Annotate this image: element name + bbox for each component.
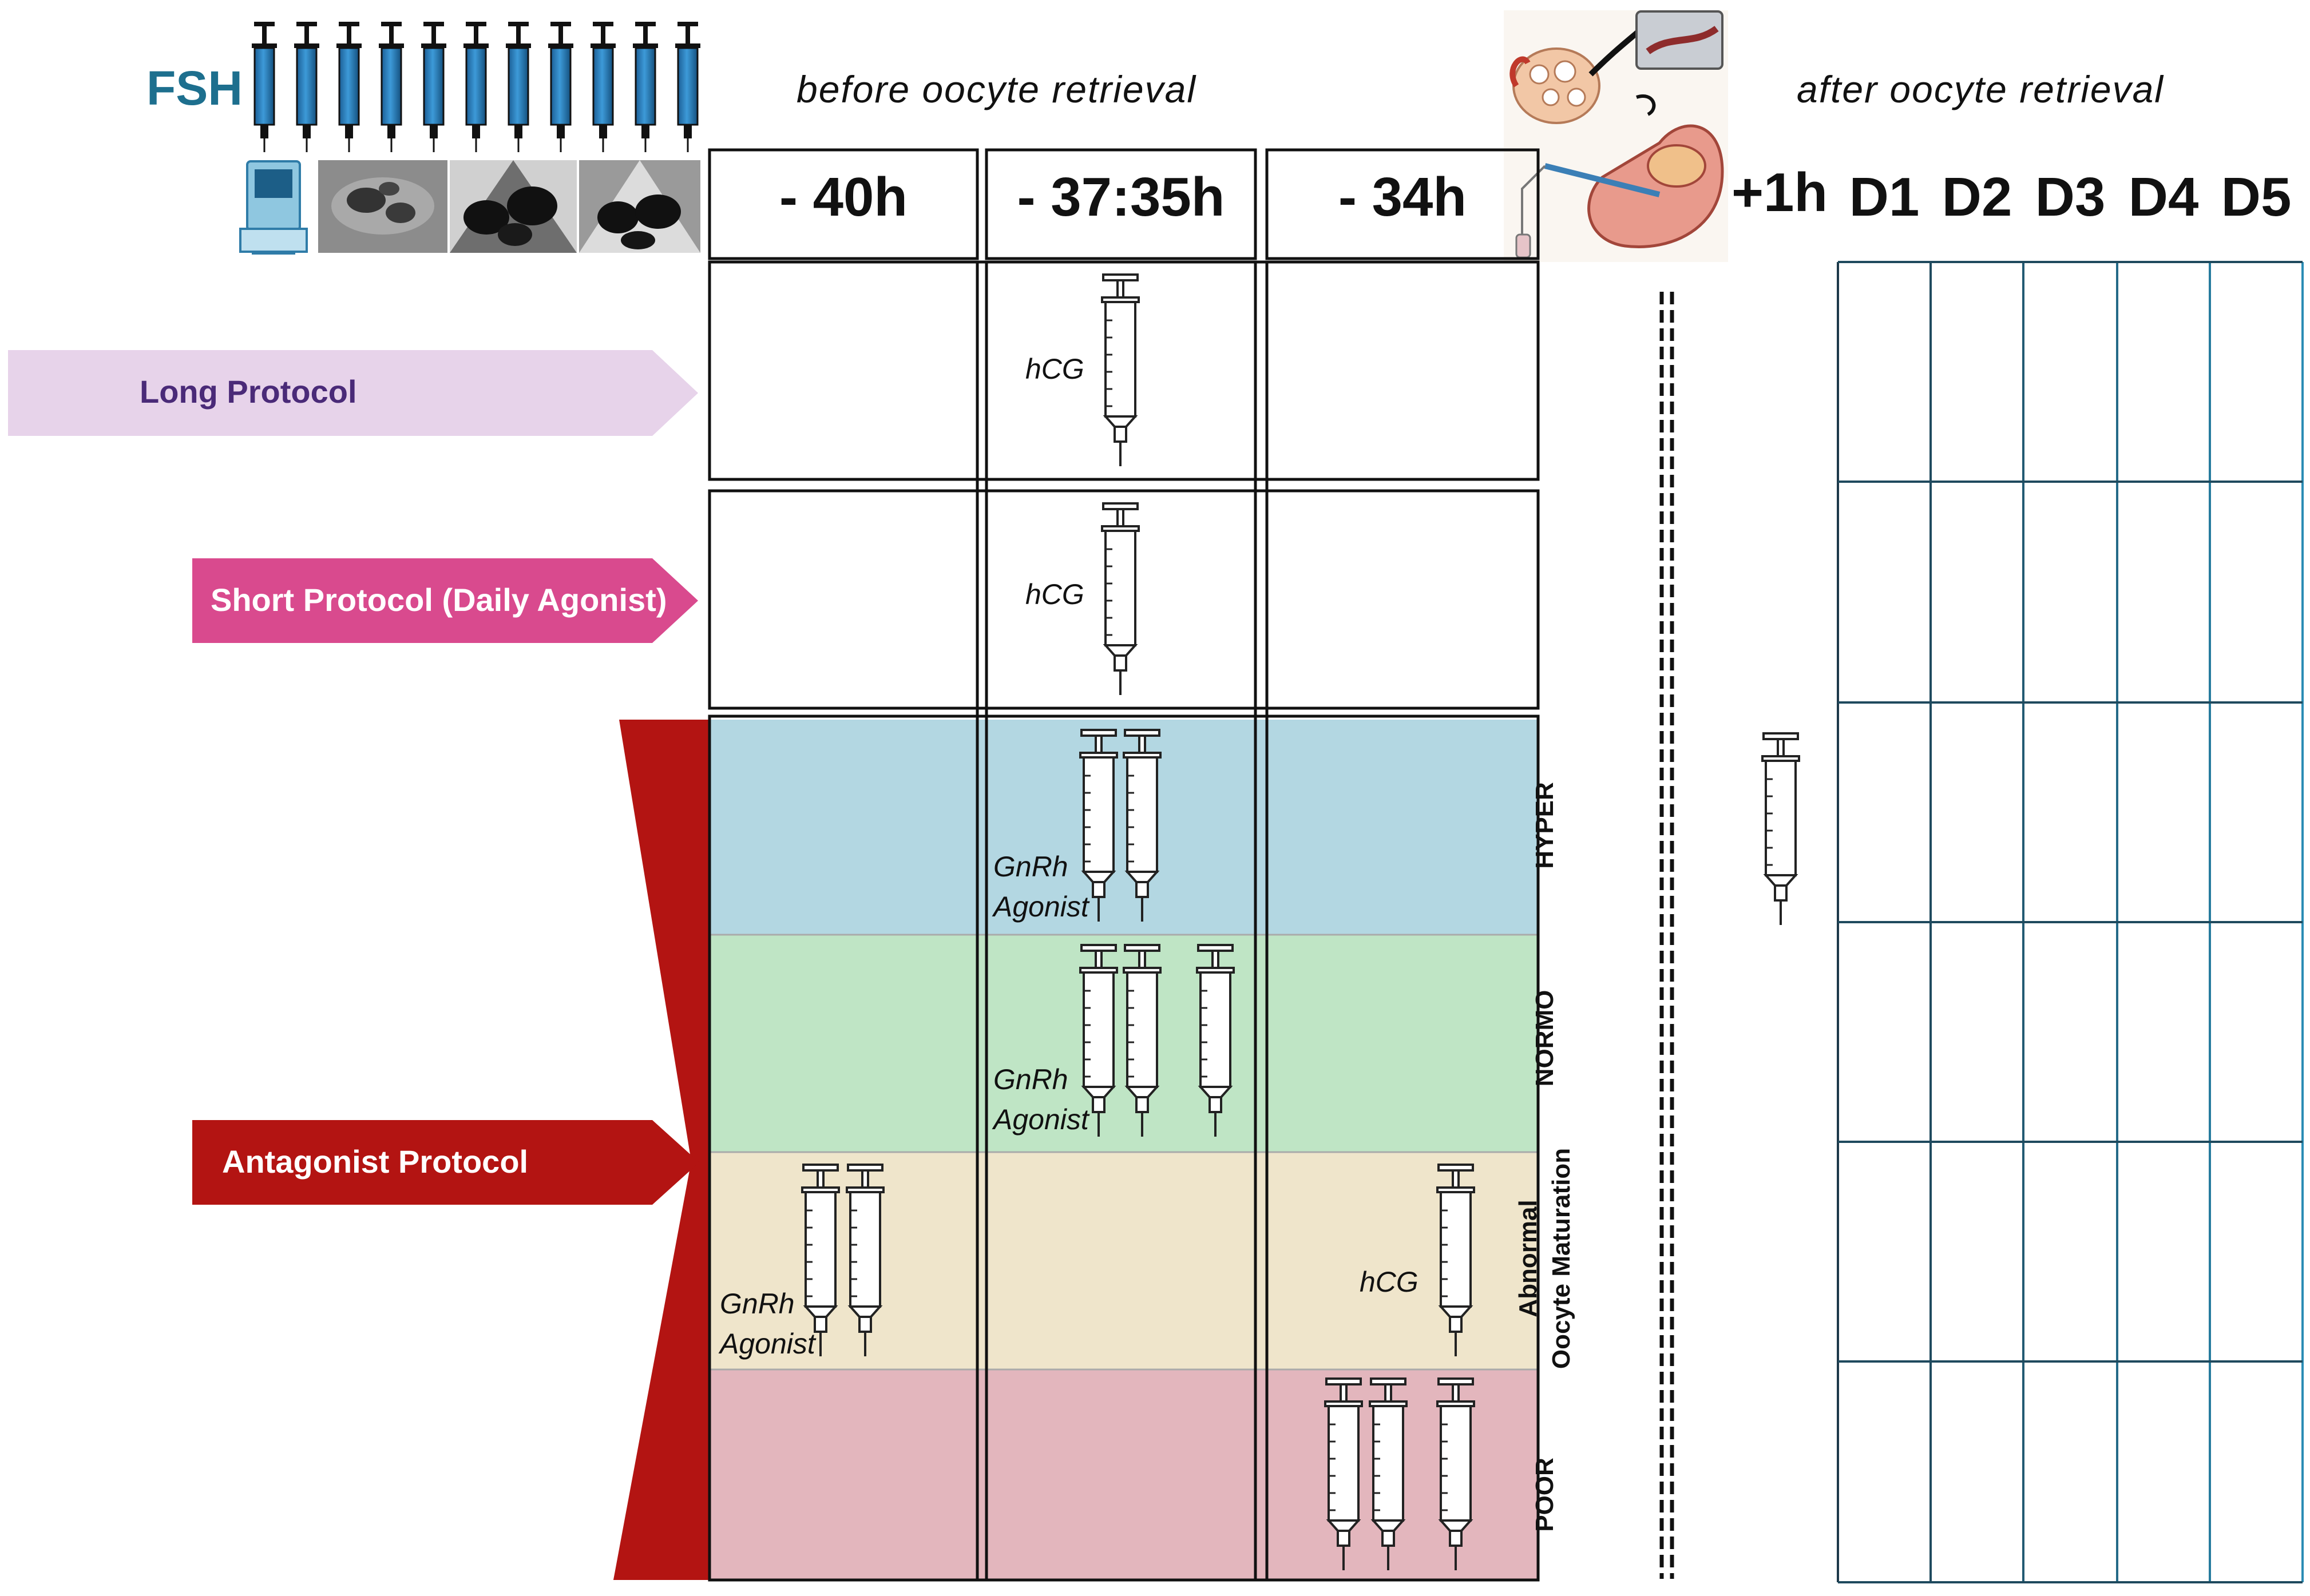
gnrh-syringe-icon [1079, 729, 1118, 923]
col-minus-34h: - 34h [1338, 166, 1467, 228]
fsh-syringe-icon [379, 22, 404, 152]
gnrh-syringe-icon [1123, 729, 1162, 923]
gnrh-syringe-icon [801, 1164, 840, 1357]
ultrasound-image-icon [579, 160, 700, 253]
before-grid [708, 148, 1540, 1582]
hyper-label: HYPER [1531, 782, 1559, 869]
after-retrieval-heading: after oocyte retrieval [1797, 68, 2164, 110]
gnrh-syringe-icon [1123, 944, 1162, 1138]
retrieval-divider [1659, 292, 1674, 1579]
short-protocol-label: Short Protocol (Daily Agonist) [211, 582, 667, 618]
fsh-syringe-icon [591, 22, 616, 152]
col-d5: D5 [2221, 166, 2292, 228]
hcg-syringe-icon [1436, 1164, 1475, 1357]
hcg-label-long: hCG [1025, 353, 1084, 385]
col-minus-40h: - 40h [779, 166, 908, 228]
before-retrieval-heading: before oocyte retrieval [797, 68, 1197, 110]
hcg-syringe-icon [1761, 732, 1800, 926]
col-plus-1h: +1h [1731, 162, 1828, 223]
oocyte-retrieval-illustration-icon [1504, 10, 1728, 262]
poor-label: POOR [1531, 1458, 1559, 1532]
fsh-syringe-icon [421, 22, 446, 152]
col-d3: D3 [2035, 166, 2106, 228]
after-grid [1837, 261, 2304, 1583]
hcg-syringe-icon [1436, 1377, 1475, 1571]
ultrasound-machine-icon [239, 160, 308, 255]
normo-label: NORMO [1531, 990, 1559, 1087]
poor-row [710, 1369, 1538, 1580]
fsh-syringe-icon [336, 22, 362, 152]
antagonist-protocol-label: Antagonist Protocol [222, 1144, 529, 1180]
hcg-label-abnormal: hCG [1360, 1266, 1419, 1298]
ultrasound-image-icon [450, 160, 577, 253]
antagonist-protocol-arrow [192, 1120, 699, 1205]
fsh-syringe-icon [252, 22, 277, 152]
fsh-syringe-icon [463, 22, 489, 152]
long-protocol-arrow [8, 350, 698, 436]
gnrh-syringe-icon [1079, 944, 1118, 1138]
col-d4: D4 [2128, 166, 2199, 228]
col-d2: D2 [1941, 166, 2012, 228]
short-protocol-arrow [192, 558, 698, 643]
antagonist-bracket-shape [613, 720, 710, 1580]
ultrasound-image-icon [318, 160, 447, 253]
col-minus-37-35h: - 37:35h [1017, 166, 1225, 228]
hcg-syringe-icon [1101, 502, 1140, 696]
hcg-syringe-icon [1101, 273, 1140, 467]
hcg-label-short: hCG [1025, 578, 1084, 610]
long-protocol-label: Long Protocol [140, 374, 357, 410]
fsh-syringe-icon [675, 22, 700, 152]
fsh-syringe-icon [548, 22, 573, 152]
fsh-syringe-icon [294, 22, 319, 152]
gnrh-syringe-icon [846, 1164, 885, 1357]
fsh-syringe-icon [633, 22, 658, 152]
fsh-syringes [252, 22, 700, 152]
fsh-label: FSH [146, 61, 243, 115]
gnrh-syringe-icon [1369, 1377, 1408, 1571]
gnrh-syringe-icon [1324, 1377, 1363, 1571]
col-d1: D1 [1849, 166, 1920, 228]
fsh-syringe-icon [506, 22, 531, 152]
hcg-syringe-icon [1196, 944, 1235, 1138]
